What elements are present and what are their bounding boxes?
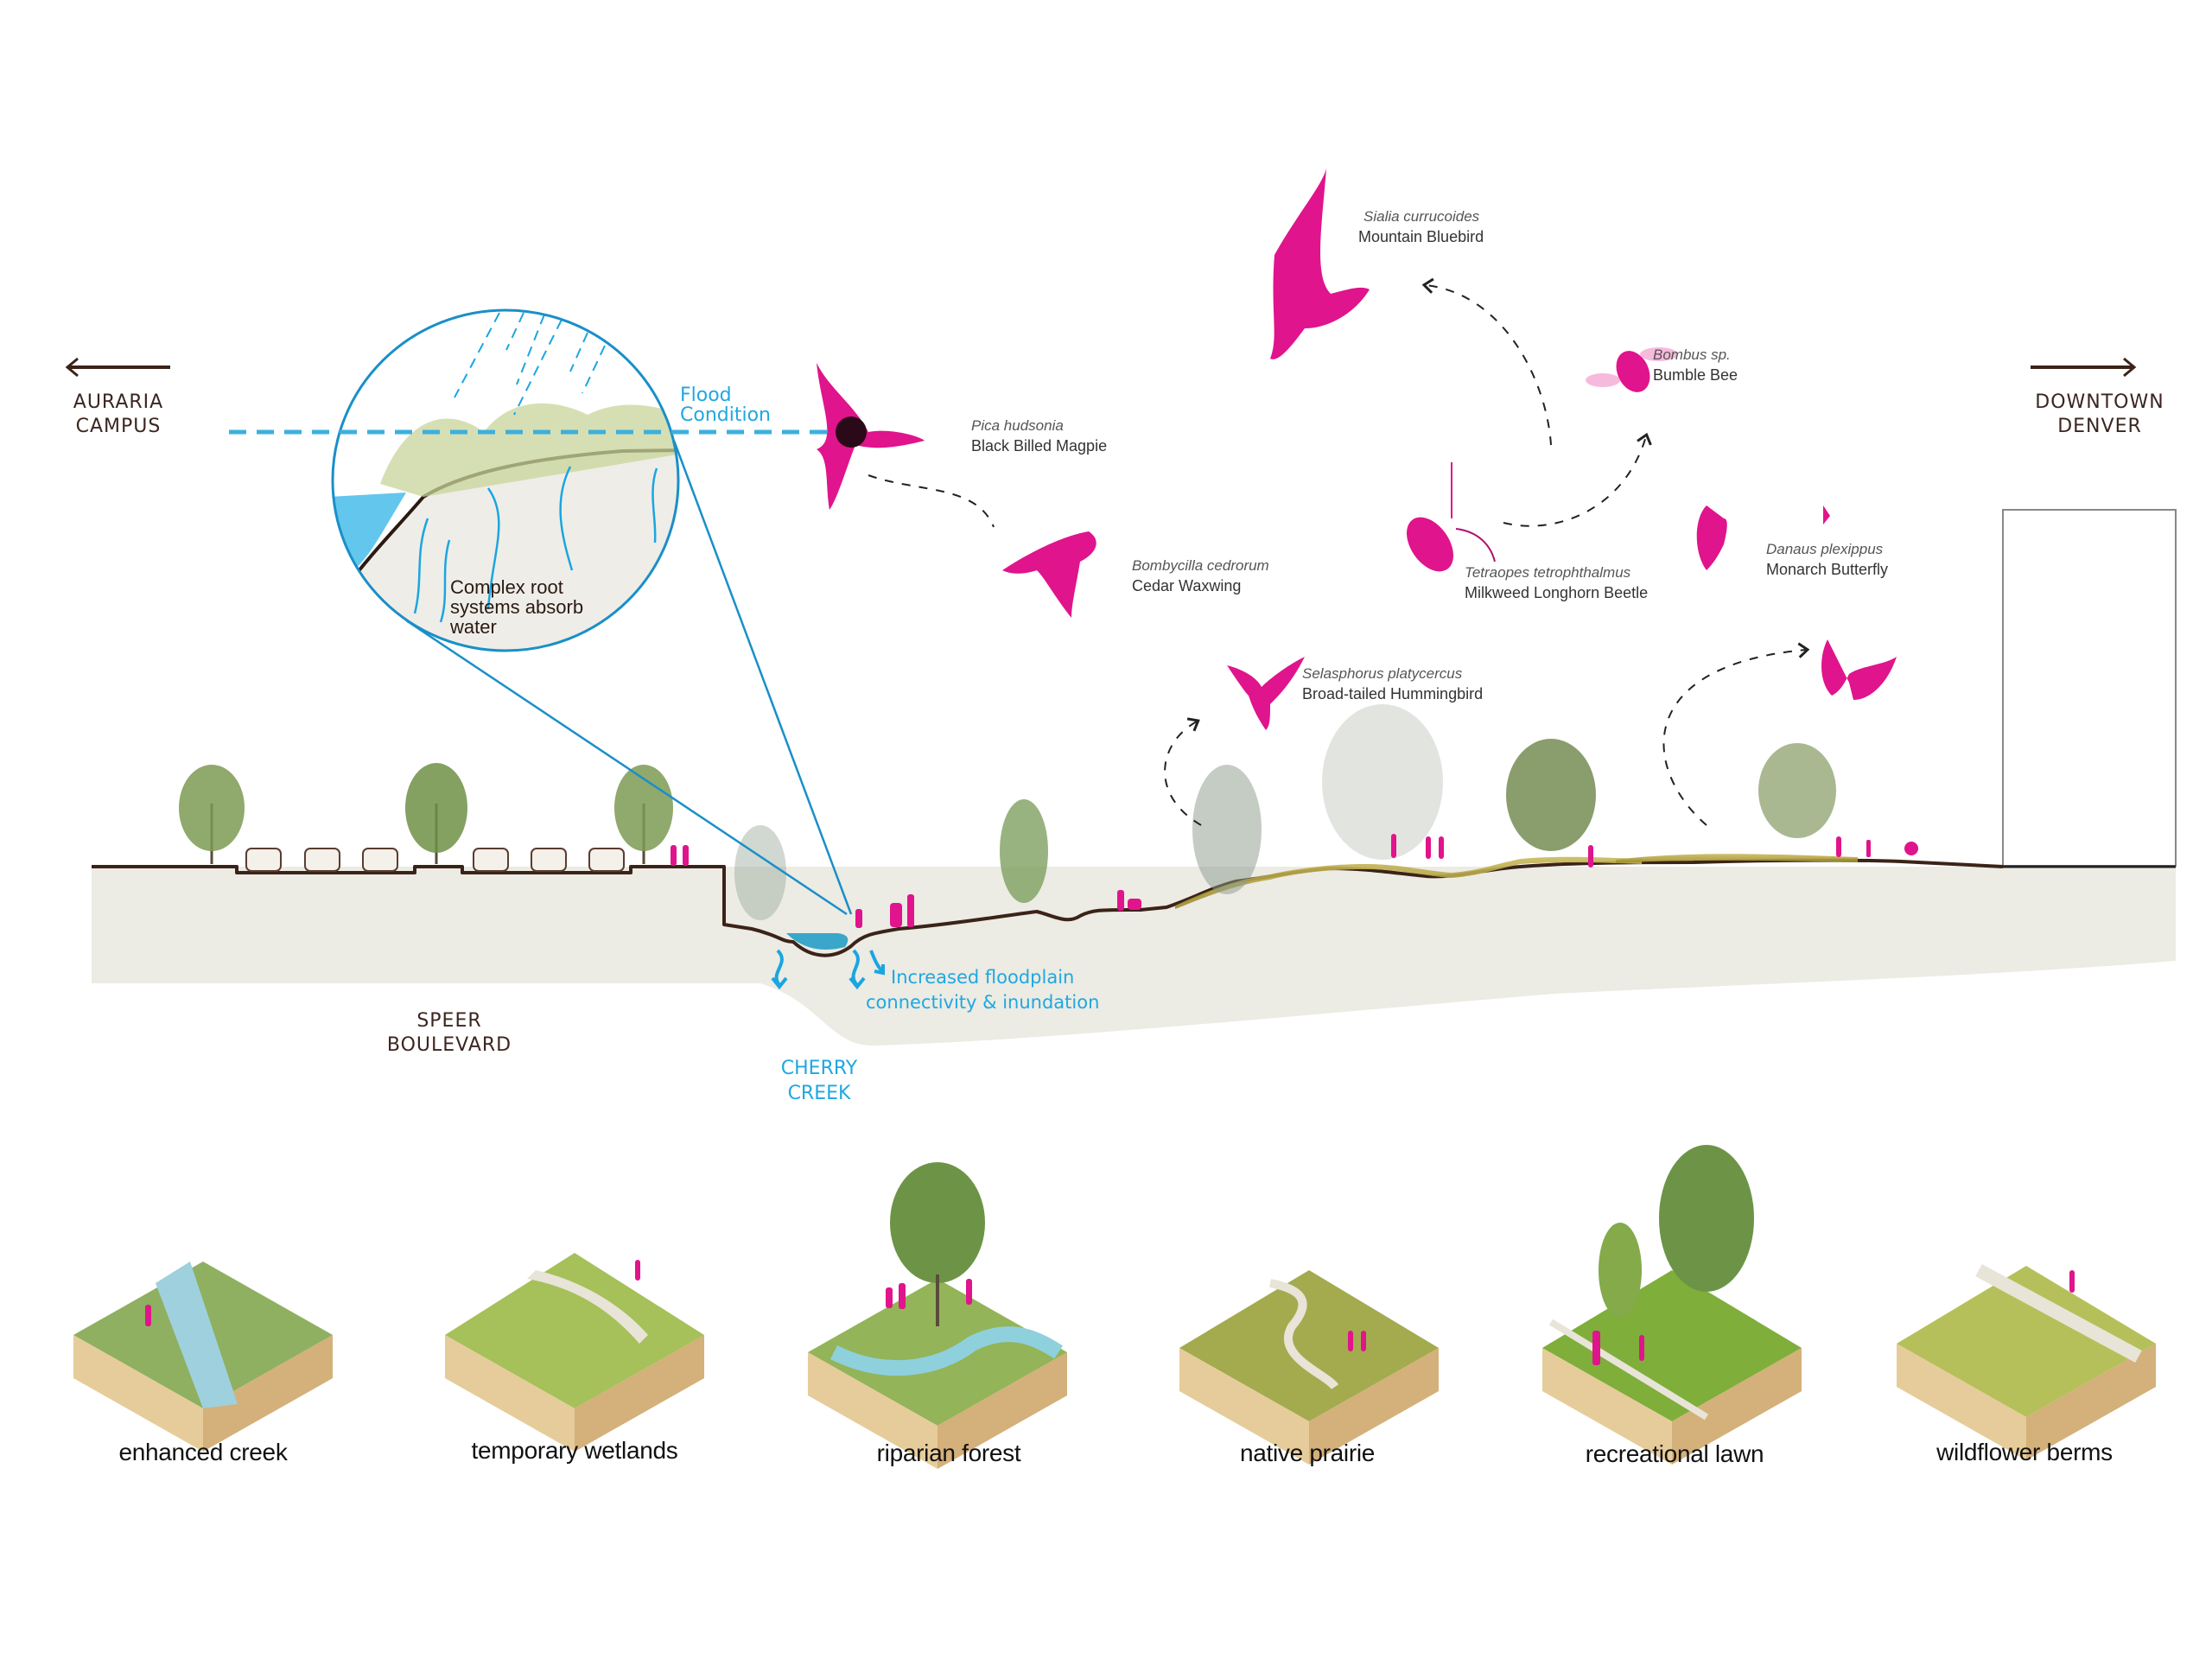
species-scientific-name: Danaus plexippus bbox=[1766, 541, 1884, 557]
butterfly-icon bbox=[1821, 639, 1897, 700]
habitat-tiles bbox=[73, 1145, 2156, 1469]
butterfly-icon bbox=[1696, 505, 1830, 570]
direction-label-left-line1: AURARIA bbox=[73, 391, 164, 413]
waxwing-icon bbox=[1002, 531, 1096, 618]
species-common-name: Cedar Waxwing bbox=[1132, 577, 1242, 594]
hummingbird-icon bbox=[1227, 657, 1305, 730]
roots-line2: systems absorb bbox=[450, 596, 584, 618]
berm-grass bbox=[1175, 856, 1642, 909]
habitat-label-wildflower-berms: wildflower berms bbox=[1936, 1439, 2113, 1465]
habitat-tile-temporary-wetlands bbox=[445, 1253, 704, 1452]
creek-water bbox=[786, 933, 849, 950]
species-label-bee: Bombus sp. Bumble Bee bbox=[1653, 346, 1738, 385]
floodplain-callout: Increased floodplain connectivity & inun… bbox=[866, 965, 1099, 1015]
street-label-line2: BOULEVARD bbox=[386, 1034, 512, 1056]
direction-label-left: AURARIA CAMPUS bbox=[62, 391, 175, 439]
magpie-icon bbox=[817, 363, 925, 510]
roots-line1: Complex root bbox=[450, 576, 563, 598]
park-trees bbox=[734, 704, 1836, 920]
creek-label-line1: CHERRY bbox=[780, 1058, 858, 1079]
species-label-magpie: Pica hudsonia Black Billed Magpie bbox=[971, 416, 1107, 456]
bluebird-icon bbox=[1270, 168, 1370, 359]
direction-label-left-line2: CAMPUS bbox=[75, 416, 162, 437]
bee-icon bbox=[1586, 347, 1678, 392]
species-common-name: Mountain Bluebird bbox=[1358, 228, 1484, 245]
habitat-label-riparian-forest: riparian forest bbox=[876, 1440, 1021, 1466]
species-label-beetle: Tetraopes tetrophthalmus Milkweed Longho… bbox=[1465, 563, 1648, 603]
magnifier-circle bbox=[331, 308, 680, 652]
beetle-icon bbox=[1407, 462, 1496, 572]
magnifier-content bbox=[333, 310, 678, 651]
floodplain-line2: connectivity & inundation bbox=[866, 992, 1100, 1013]
creek-label-line2: CREEK bbox=[787, 1083, 851, 1104]
habitat-tile-native-prairie bbox=[1179, 1270, 1439, 1465]
people-silhouettes bbox=[671, 834, 1918, 928]
movement-paths bbox=[868, 277, 1810, 826]
species-common-name: Milkweed Longhorn Beetle bbox=[1465, 584, 1649, 601]
species-scientific-name: Bombus sp. bbox=[1653, 346, 1731, 363]
species-scientific-name: Pica hudsonia bbox=[971, 417, 1064, 434]
ground-profile-line bbox=[92, 858, 2004, 957]
creek-label: CHERRY CREEK bbox=[767, 1056, 871, 1106]
species-common-name: Broad-tailed Hummingbird bbox=[1302, 685, 1484, 702]
roots-line3: water bbox=[450, 616, 497, 638]
species-scientific-name: Bombycilla cedrorum bbox=[1132, 557, 1269, 574]
species-common-name: Bumble Bee bbox=[1653, 366, 1738, 384]
species-label-bluebird: Sialia currucoides Mountain Bluebird bbox=[1358, 207, 1484, 247]
habitat-label-native-prairie: native prairie bbox=[1239, 1440, 1376, 1466]
habitat-label-enhanced-creek: enhanced creek bbox=[118, 1439, 288, 1465]
infiltration-arrows bbox=[771, 949, 885, 990]
species-label-butterfly: Danaus plexippus Monarch Butterfly bbox=[1766, 540, 1888, 580]
habitat-label-temporary-wetlands: temporary wetlands bbox=[471, 1437, 678, 1464]
flood-label-line2: Condition bbox=[680, 404, 771, 426]
direction-label-right-line2: DENVER bbox=[2057, 416, 2142, 437]
species-label-waxwing: Bombycilla cedrorum Cedar Waxwing bbox=[1132, 556, 1269, 596]
parked-cars bbox=[245, 848, 625, 872]
street-label-line1: SPEER bbox=[416, 1010, 482, 1032]
species-scientific-name: Tetraopes tetrophthalmus bbox=[1465, 564, 1631, 581]
direction-label-right-line1: DOWNTOWN bbox=[2035, 391, 2164, 413]
roots-callout: Complex root systems absorb water bbox=[450, 577, 583, 637]
magnifier-line-right bbox=[672, 440, 853, 915]
street-label: SPEER BOULEVARD bbox=[363, 1009, 536, 1058]
arrow-right-icon bbox=[2031, 357, 2137, 378]
species-common-name: Monarch Butterfly bbox=[1766, 561, 1889, 578]
habitat-label-recreational-lawn: recreational lawn bbox=[1585, 1440, 1764, 1467]
habitat-tile-recreational-lawn bbox=[1542, 1145, 1802, 1465]
habitat-tile-wildflower-berms bbox=[1897, 1263, 2156, 1460]
habitat-tile-riparian-forest bbox=[808, 1162, 1067, 1469]
habitat-tile-enhanced-creek bbox=[73, 1262, 333, 1452]
direction-label-right: DOWNTOWN DENVER bbox=[2022, 391, 2177, 439]
flood-label-line1: Flood bbox=[680, 385, 732, 406]
species-scientific-name: Sialia currucoides bbox=[1363, 208, 1480, 225]
species-scientific-name: Selasphorus platycercus bbox=[1302, 665, 1463, 682]
flood-condition-label: Flood Condition bbox=[680, 385, 771, 425]
species-common-name: Black Billed Magpie bbox=[971, 437, 1108, 454]
species-label-hummingbird: Selasphorus platycercus Broad-tailed Hum… bbox=[1302, 664, 1483, 704]
magnifier-line-left bbox=[405, 619, 848, 916]
building-outline bbox=[2002, 509, 2177, 867]
floodplain-line1: Increased floodplain bbox=[891, 967, 1075, 988]
arrow-left-icon bbox=[65, 357, 170, 378]
ground-fill bbox=[92, 867, 2176, 1046]
street-trees bbox=[179, 763, 673, 864]
